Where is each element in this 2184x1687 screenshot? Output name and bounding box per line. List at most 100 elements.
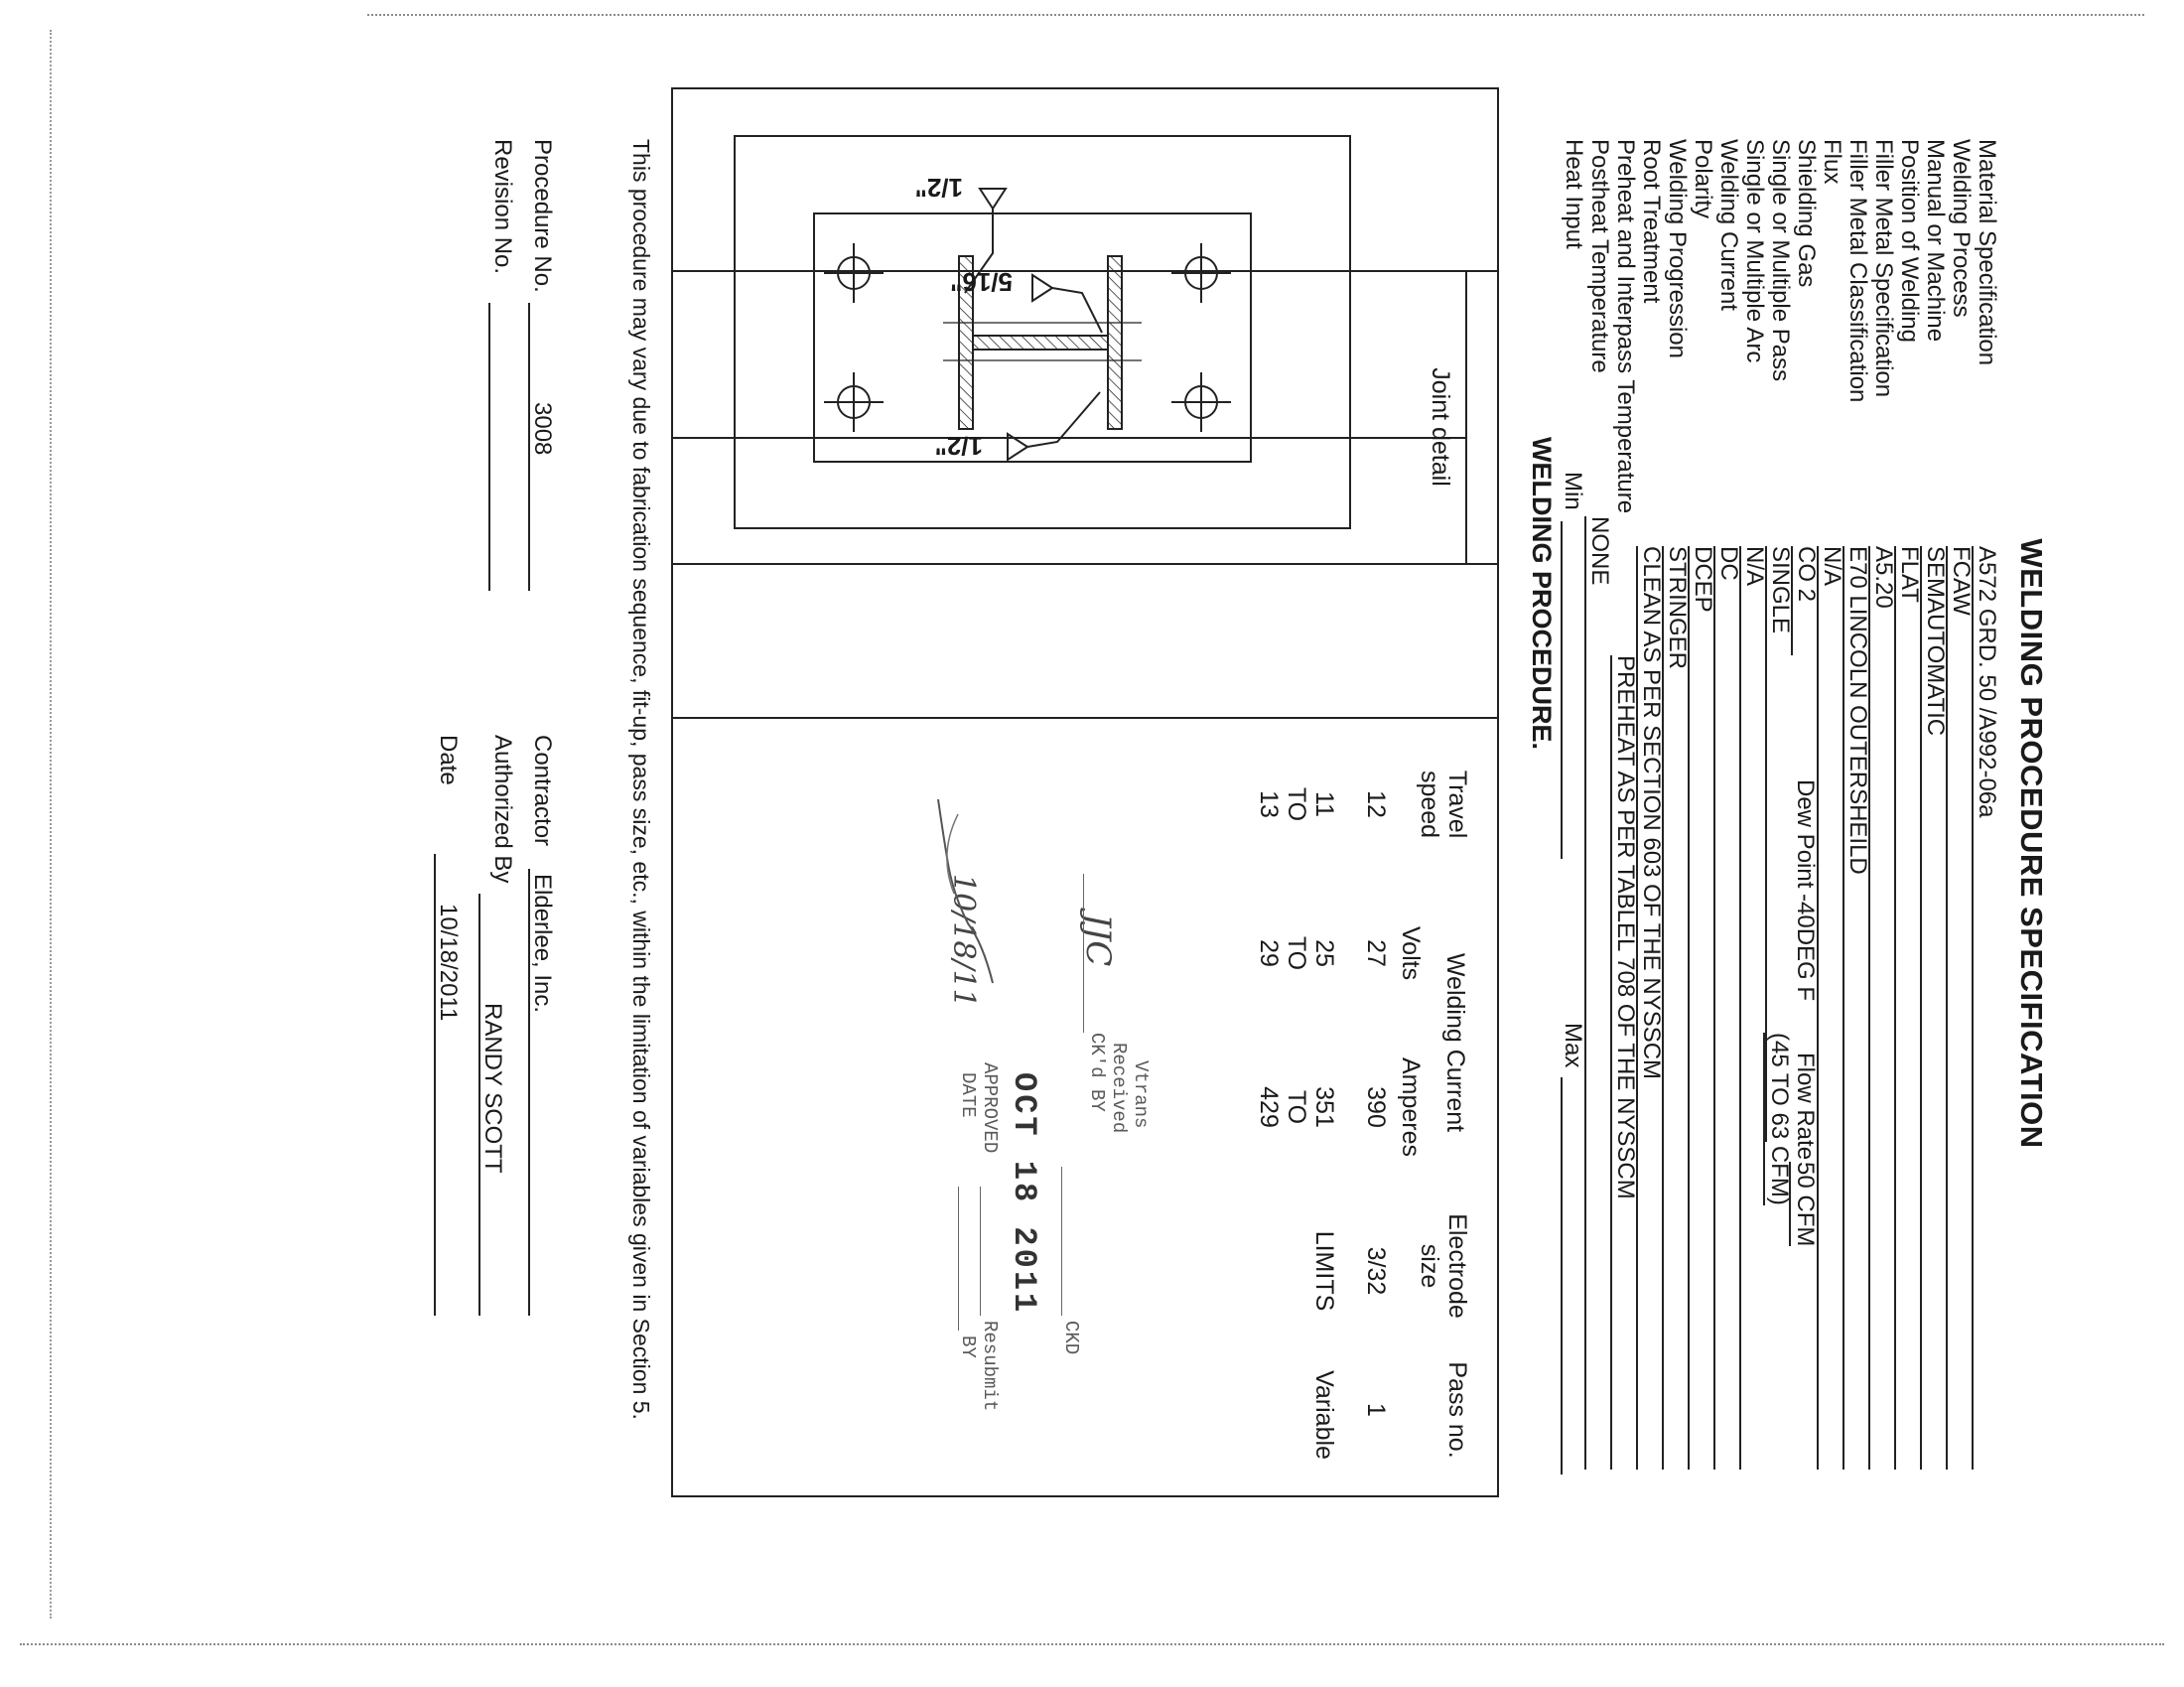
heat-input-min-label: Min [1560, 472, 1586, 510]
approval-signature [937, 798, 994, 984]
col-header-volts: Volts [1397, 925, 1425, 981]
row1-electrode: 3/32 [1362, 1246, 1390, 1296]
spec-label: Filler Metal Specification [1870, 139, 1897, 398]
heat-input-min-line [1561, 521, 1563, 859]
stamp-ckd: CKD [1060, 1321, 1082, 1355]
outer-plate-outline [734, 135, 1351, 529]
scan-edge-top [367, 14, 2144, 16]
welding-current-value: DC [1713, 546, 1742, 1470]
col-header-pass-no: Pass no. [1443, 1361, 1471, 1459]
row1-pass: 1 [1362, 1403, 1390, 1417]
flange-left [1107, 255, 1123, 430]
flow-rate-label: Flow Rate [1792, 1053, 1819, 1161]
stamp-received-date: OCT 18 2011 [1006, 1072, 1042, 1316]
col-header-electrode-size: Electrode size [1416, 1213, 1471, 1319]
spec-label: Manual or Machine [1922, 139, 1949, 343]
spec-label: Filler Metal Classification [1844, 139, 1871, 403]
col-header-welding-current: Welding Current [1441, 952, 1469, 1133]
spec-label: Root Treatment [1638, 139, 1665, 304]
dew-point-value: -40DEG F [1792, 894, 1819, 1002]
spec-label: Shielding Gas [1793, 139, 1820, 288]
dew-point-label: Dew Point [1792, 779, 1819, 889]
base-plate-outline [813, 212, 1252, 463]
row2-volt-high: 29 [1255, 939, 1283, 967]
procedure-title: WELDING PROCEDURE. [1527, 437, 1557, 751]
filler-class-value: E70 LINCOLN OUTERSHEILD [1843, 546, 1871, 1470]
table-rule [671, 87, 673, 1497]
procedure-no-line [528, 303, 530, 591]
revision-no-label: Revision No. [489, 139, 516, 275]
stamp-approved: APPROVED [979, 1062, 1001, 1154]
heat-input-max-line [1561, 1077, 1563, 1475]
row2-to: TO [1283, 1089, 1310, 1125]
material-spec-value: A572 GRD. 50 /A992-06a [1972, 546, 2000, 1470]
scan-edge-bottom [20, 1643, 2164, 1645]
spec-label: Single or Multiple Pass [1767, 139, 1794, 382]
table-rule [1465, 270, 1467, 563]
bolt-hole-icon [824, 372, 884, 432]
bolt-hole-icon [1171, 372, 1231, 432]
stamp-ckd-by-label: CK'd BY [1086, 1033, 1108, 1112]
authorized-by-line [478, 894, 480, 1316]
polarity-value: DCEP [1688, 546, 1716, 1470]
spec-label: Polarity [1690, 139, 1716, 219]
spec-label: Welding Process [1948, 139, 1975, 318]
weld-symbol-icon [1007, 432, 1029, 462]
table-rule [671, 717, 1499, 719]
weld-size-label: 5/16" [950, 267, 1013, 297]
row2-to: TO [1283, 935, 1310, 971]
root-treatment-value: CLEAN AS PER SECTION 603 OF THE NYSSCM [1636, 546, 1665, 1470]
weld-size-label: 1/2" [915, 173, 963, 203]
date-line [434, 854, 436, 1316]
scan-edge-left [50, 30, 52, 1618]
table-rule [671, 87, 1499, 89]
authorized-by-label: Authorized By [489, 735, 516, 884]
stamp-resubmit: Resubmit [979, 1321, 1001, 1412]
stamp-ckd-by-initials: JJC [1078, 914, 1118, 967]
col-header-joint-detail: Joint detail [1427, 367, 1454, 487]
procedure-note: This procedure may vary due to fabricati… [628, 139, 654, 1420]
stamp-date-label: DATE [957, 1072, 979, 1118]
table-rule [671, 563, 1499, 565]
row2-amp-high: 429 [1255, 1086, 1283, 1128]
flow-rate-value: 50 CFM [1789, 1162, 1819, 1247]
procedure-no-label: Procedure No. [529, 139, 556, 293]
spec-label: Single or Multiple Arc [1741, 139, 1768, 363]
table-rule [1497, 87, 1499, 1497]
joint-detail-drawing: 1/2" 5/16" 1/2" [734, 135, 1351, 529]
col-header-travel-speed: Travel speed [1416, 770, 1471, 839]
weld-symbol-icon [1031, 273, 1054, 303]
weld-symbol-icon [978, 188, 1008, 211]
row2-pass: Variable [1310, 1370, 1338, 1460]
spec-label: Material Specification [1974, 139, 2000, 366]
heat-input-max-label: Max [1560, 1023, 1586, 1068]
stamp-resubmit-line [980, 1187, 981, 1316]
position-value: FLAT [1894, 546, 1923, 1470]
row2-electrode: LIMITS [1310, 1230, 1338, 1312]
flow-rate-range: (45 TO 63 CFM) [1763, 1033, 1793, 1205]
row2-volt-low: 25 [1310, 939, 1338, 967]
procedure-no-value: 3008 [529, 402, 556, 456]
revision-no-line [488, 303, 490, 591]
filler-spec-value: A5.20 [1868, 546, 1897, 1470]
manual-machine-value: SEMAUTOMATIC [1920, 546, 1949, 1470]
row1-travel: 12 [1362, 790, 1390, 818]
date-label: Date [435, 735, 462, 785]
stamp-by: BY [957, 1336, 979, 1358]
progression-value: STRINGER [1662, 546, 1691, 1470]
web [972, 335, 1109, 351]
shielding-gas-value: CO 2 [1791, 546, 1820, 655]
spec-label: Postheat Temperature [1586, 139, 1613, 373]
welding-process-value: FCAW [1946, 546, 1975, 1470]
row2-to: TO [1283, 786, 1310, 822]
contractor-value: Elderlee, Inc. [529, 874, 556, 1014]
stamp-vtrans: Vtrans [1130, 1060, 1152, 1129]
spec-label: Position of Welding [1896, 139, 1923, 344]
spec-label: Flux [1819, 139, 1845, 185]
stamp-by-line [958, 1187, 959, 1331]
bolt-hole-icon [1171, 243, 1231, 303]
weld-size-label: 1/2" [935, 431, 983, 461]
spec-label: Preheat and Interpass Temperature [1612, 139, 1639, 514]
row1-amperes: 390 [1362, 1086, 1390, 1128]
